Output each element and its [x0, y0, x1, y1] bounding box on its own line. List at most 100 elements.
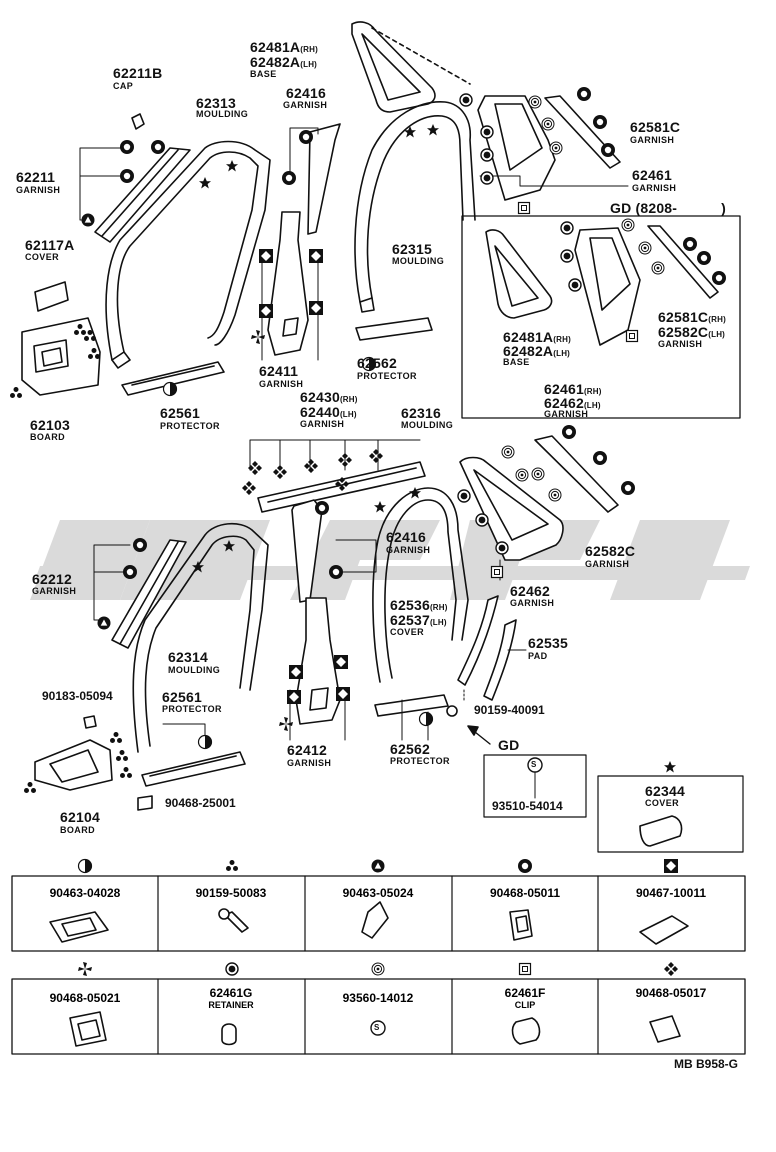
- part-number: 62581C: [658, 309, 709, 325]
- part-number: 62535: [528, 635, 568, 651]
- part-number: 62562: [390, 741, 430, 757]
- part-number: 62461: [632, 167, 672, 183]
- legend-part-number: 90159-50083: [195, 886, 267, 900]
- part-number: 62462: [510, 583, 550, 599]
- part-name: BASE: [250, 69, 277, 79]
- legend-part-number: 90468-05017: [635, 986, 707, 1000]
- part-number: 62582C: [585, 543, 636, 559]
- legend-part-number: 90463-04028: [49, 886, 121, 900]
- part-number: 62462: [544, 395, 584, 411]
- part-name: COVER: [25, 252, 60, 262]
- part-name: BASE: [503, 357, 530, 367]
- part-number: 62482A: [250, 54, 301, 70]
- side-label: (RH): [553, 335, 571, 344]
- part-number: 62211: [16, 169, 56, 185]
- diagram-reference: MB B958-G: [674, 1057, 739, 1071]
- side-label: (RH): [708, 315, 726, 324]
- part-name: GARNISH: [32, 586, 77, 596]
- part-name: GARNISH: [658, 339, 703, 349]
- part-number: 62316: [401, 405, 441, 421]
- part-number: 90468-25001: [165, 796, 236, 810]
- part-name: BOARD: [60, 825, 95, 835]
- side-label: (RH): [339, 395, 358, 404]
- legend-part-number: 90467-10011: [635, 886, 707, 900]
- s-circles: [370, 757, 543, 1036]
- side-label: (LH): [553, 349, 571, 358]
- legend-part-number: 62461G: [209, 986, 253, 1000]
- part-name: GARNISH: [630, 135, 675, 145]
- side-label: (LH): [300, 60, 318, 69]
- part-number: 62411: [259, 363, 299, 379]
- part-name: PROTECTOR: [160, 421, 220, 431]
- legend-part-number: 62461F: [504, 986, 546, 1000]
- part-number: 62211B: [113, 65, 163, 81]
- part-name: MOULDING: [196, 109, 249, 119]
- part-number: 90183-05094: [42, 689, 113, 703]
- part-name: PROTECTOR: [357, 371, 417, 381]
- part-number: 62537: [390, 612, 430, 628]
- part-name: GARNISH: [16, 185, 61, 195]
- side-label: (LH): [429, 618, 447, 627]
- watermark-logo: [30, 520, 750, 600]
- legend-part-number: 93560-14012: [342, 991, 414, 1005]
- part-name: GARNISH: [259, 379, 304, 389]
- part-name: GARNISH: [632, 183, 677, 193]
- s-marker: S: [374, 1023, 380, 1032]
- part-number: 62440: [300, 404, 340, 420]
- part-name: GARNISH: [300, 419, 345, 429]
- part-number: 62582C: [658, 324, 709, 340]
- part-number: 62562: [357, 355, 397, 371]
- part-number: 90159-40091: [474, 703, 545, 717]
- fastener-symbols: [10, 87, 726, 976]
- part-number: 62430: [300, 389, 340, 405]
- part-number: 62561: [160, 405, 200, 421]
- part-number: 62315: [392, 241, 432, 257]
- part-name: MOULDING: [168, 665, 221, 675]
- s-marker: S: [531, 760, 537, 769]
- side-label: (LH): [583, 401, 601, 410]
- part-number: 62581C: [630, 119, 681, 135]
- part-number: 62104: [60, 809, 100, 825]
- part-number: 62482A: [503, 343, 554, 359]
- part-name: COVER: [645, 798, 680, 808]
- legend-part-number: 90463-05024: [342, 886, 414, 900]
- legend-part-number: 90468-05011: [489, 886, 561, 900]
- part-name: GARNISH: [585, 559, 630, 569]
- part-name: GARNISH: [283, 100, 328, 110]
- part-name: GARNISH: [544, 409, 589, 419]
- part-number: 62461: [544, 381, 584, 397]
- part-number: 62314: [168, 649, 208, 665]
- part-number: 62481A: [503, 329, 554, 345]
- part-number: 62416: [286, 85, 326, 101]
- part-number: 62412: [287, 742, 327, 758]
- gd-title: GD (8208-: [610, 200, 678, 216]
- part-number: 62313: [196, 95, 236, 111]
- part-number: 62344: [645, 783, 685, 799]
- part-number: 62481A: [250, 39, 301, 55]
- side-label: (RH): [583, 387, 602, 396]
- part-name: GARNISH: [510, 598, 555, 608]
- legend-part-number: 90468-05021: [49, 991, 121, 1005]
- part-name: PROTECTOR: [162, 704, 222, 714]
- part-number: 62212: [32, 571, 72, 587]
- part-name: BOARD: [30, 432, 65, 442]
- part-number: 62117A: [25, 237, 75, 253]
- side-label: (RH): [429, 603, 448, 612]
- part-number: 62536: [390, 597, 430, 613]
- part-number: 62103: [30, 417, 70, 433]
- part-number: 93510-54014: [492, 799, 563, 813]
- part-name: PROTECTOR: [390, 756, 450, 766]
- part-name: PAD: [528, 651, 548, 661]
- part-name: CAP: [113, 81, 134, 91]
- legend-part-name: CLIP: [514, 1000, 536, 1010]
- gd-title-close: ): [721, 200, 727, 216]
- part-name: GARNISH: [386, 545, 431, 555]
- part-name: GARNISH: [287, 758, 332, 768]
- part-name: MOULDING: [401, 420, 454, 430]
- side-label: (LH): [708, 330, 726, 339]
- legend-part-name: RETAINER: [208, 1000, 254, 1010]
- side-label: (RH): [300, 45, 318, 54]
- gd-arrow-label: GD: [498, 737, 520, 753]
